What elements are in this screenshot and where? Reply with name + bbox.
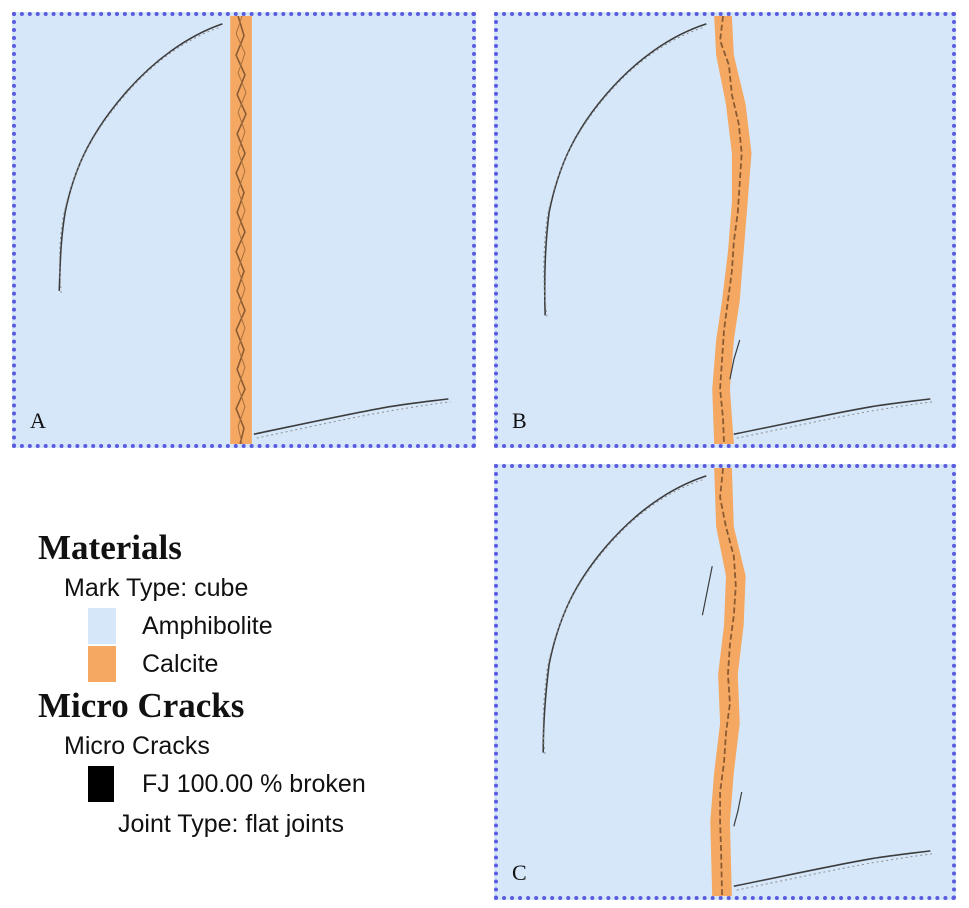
legend-materials-title: Materials	[38, 528, 182, 567]
legend-mark-type: Mark Type: cube	[64, 574, 249, 602]
simulation-panel-c: C	[494, 464, 956, 900]
simulation-panel-a: A	[12, 12, 476, 448]
calcite-vein	[230, 16, 252, 444]
panel-label: C	[512, 860, 527, 885]
simulation-panel-b: B	[494, 12, 956, 448]
crack-arc-halo	[59, 27, 219, 293]
panel-label: B	[512, 408, 527, 433]
vein-texture-2	[235, 16, 247, 444]
legend-joint-type: Joint Type: flat joints	[118, 810, 345, 838]
panel-c-drawing	[542, 468, 933, 896]
crack-arc	[58, 23, 223, 291]
legend-crack-item: FJ 100.00 % broken	[142, 770, 366, 798]
vein-texture	[235, 16, 247, 444]
vein-texture	[719, 16, 743, 444]
crack-arc	[542, 475, 707, 753]
crack-branch	[701, 566, 713, 616]
crack-bottom-halo	[736, 853, 933, 891]
amphibolite-swatch	[88, 608, 116, 644]
calcite-vein	[712, 16, 752, 444]
crack-arc-halo	[542, 479, 703, 755]
calcite-swatch	[88, 646, 116, 682]
crack-bottom	[733, 850, 931, 887]
crack-bottom-halo	[256, 401, 451, 439]
flat-joint-swatch	[88, 766, 114, 802]
panel-b-drawing	[543, 16, 933, 444]
legend-material-amphibolite: Amphibolite	[142, 612, 273, 640]
crack-arc-halo	[543, 27, 703, 319]
legend-cracks-subtitle: Micro Cracks	[64, 732, 210, 760]
crack-bottom	[253, 398, 449, 435]
crack-bottom	[733, 398, 931, 435]
crack-branch	[729, 339, 741, 380]
legend: Materials Mark Type: cube Amphibolite Ca…	[0, 0, 480, 908]
crack-branch-2	[733, 791, 743, 827]
crack-bottom-halo	[736, 401, 933, 439]
crack-arc	[543, 23, 707, 316]
panel-a-drawing	[58, 16, 451, 444]
legend-cracks-title: Micro Cracks	[38, 686, 245, 725]
panel-label: A	[30, 408, 46, 433]
legend-material-calcite: Calcite	[142, 650, 219, 678]
vein-texture	[719, 468, 737, 896]
